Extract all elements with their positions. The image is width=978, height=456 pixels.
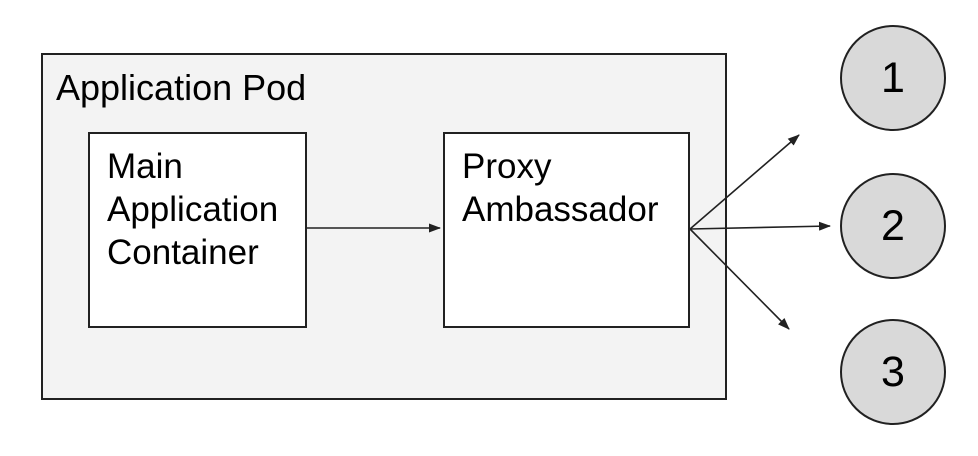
node-proxy-ambassador: Proxy Ambassador <box>443 132 690 328</box>
application-pod-label: Application Pod <box>56 67 307 108</box>
endpoint-circle-3: 3 <box>840 319 946 425</box>
endpoint-1-label: 1 <box>881 53 905 102</box>
endpoint-2-label: 2 <box>881 201 905 250</box>
endpoint-circle-1: 1 <box>840 25 946 131</box>
proxy-ambassador-label: Proxy Ambassador <box>462 147 659 229</box>
main-application-container-label: Main Application Container <box>107 147 279 272</box>
endpoint-circle-2: 2 <box>840 173 946 279</box>
endpoint-3-label: 3 <box>881 347 905 396</box>
node-main-application-container: Main Application Container <box>88 132 307 328</box>
